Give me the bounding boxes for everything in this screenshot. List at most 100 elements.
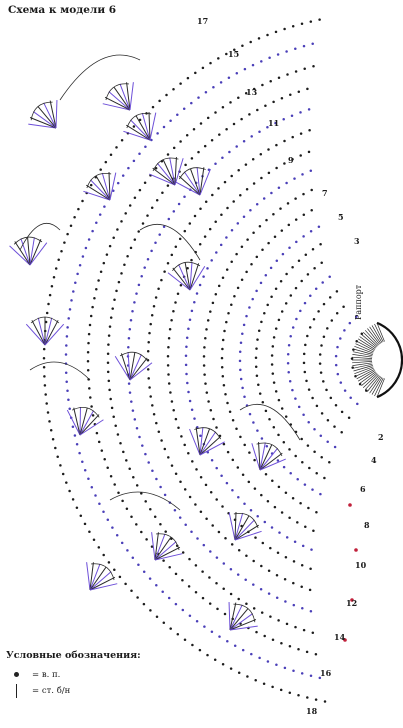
chain-dot [230, 303, 233, 306]
chain-dot [174, 301, 177, 304]
chain-dot [107, 362, 110, 365]
chain-dot [249, 413, 252, 416]
chain-dot [209, 228, 212, 231]
chain-dot [226, 482, 229, 485]
chain-dot [299, 310, 302, 313]
chain-dot [237, 573, 240, 576]
chain-arc [20, 223, 60, 250]
chain-dot [110, 316, 113, 319]
chain-dot [310, 169, 313, 172]
chain-dot [206, 391, 209, 394]
chain-dot [252, 64, 255, 67]
chain-dot [310, 610, 313, 613]
chain-dot [277, 552, 280, 555]
fan-motif [62, 403, 105, 440]
chain-dot [336, 290, 339, 293]
chain-dot [172, 409, 175, 412]
chain-dot [303, 629, 306, 632]
chain-dot [205, 91, 208, 94]
chain-dot [258, 130, 261, 133]
chain-dot [163, 126, 166, 129]
chain-dot [210, 409, 213, 412]
chain-dot [285, 556, 288, 559]
chain-dot [115, 290, 118, 293]
chain-dot [309, 589, 312, 592]
chain-dot [125, 459, 128, 462]
chain-dot [179, 480, 182, 483]
chain-dot [269, 547, 272, 550]
chain-dot [156, 615, 159, 618]
chain-dot [248, 451, 251, 454]
chain-dot [289, 94, 292, 97]
chain-dot [218, 635, 221, 638]
chain-dot [193, 128, 196, 131]
chain-dot [242, 474, 245, 477]
chain-dot [103, 458, 106, 461]
chain-dot [303, 362, 306, 365]
chain-dot [302, 235, 305, 238]
chain-dot [72, 425, 75, 428]
chain-arc [240, 404, 300, 440]
chain-dot [190, 259, 193, 262]
chain-dot [187, 327, 190, 330]
chain-dot [211, 630, 214, 633]
chain-dot [170, 319, 173, 322]
chain-dot [222, 588, 225, 591]
chain-dot [168, 597, 171, 600]
chain-dot [87, 342, 90, 345]
chain-dot [138, 284, 141, 287]
chain-dot [66, 233, 69, 236]
chain-dot [322, 380, 325, 383]
chain-dot [260, 494, 263, 497]
chain-dot [293, 177, 296, 180]
chain-dot [261, 611, 264, 614]
chain-dot [120, 220, 123, 223]
chain-dot [301, 23, 304, 26]
chain-dot [185, 346, 188, 349]
chain-dot [277, 459, 280, 462]
legend-title: Условные обозначения: [6, 650, 206, 661]
chain-dot [291, 114, 294, 117]
chain-dot [300, 280, 303, 283]
chain-dot [124, 212, 127, 215]
chain-dot [304, 526, 307, 529]
chain-dot [299, 502, 302, 505]
chain-dot [212, 302, 215, 305]
chain-dot [184, 488, 187, 491]
chain-dot [48, 420, 51, 423]
chain-dot [257, 384, 260, 387]
chain-dot [230, 568, 233, 571]
chain-dot [98, 502, 101, 505]
chain-dot [204, 235, 207, 238]
chain-dot [279, 207, 282, 210]
legend-item-sc: = ст. б/н [6, 683, 206, 699]
chain-dot [88, 238, 91, 241]
chain-dot [179, 82, 182, 85]
chain-dot [305, 254, 308, 256]
chain-dot [237, 169, 240, 172]
chain-dot [258, 657, 261, 660]
chain-dot [256, 203, 259, 206]
chain-dot [131, 310, 134, 313]
chain-dot [207, 319, 210, 322]
chain-dot [135, 292, 138, 295]
chain-dot [195, 564, 198, 567]
chain-dot [108, 380, 111, 383]
chain-dot [102, 554, 105, 557]
chain-dot [275, 31, 278, 34]
chain-dot [287, 353, 290, 356]
chain-dot [278, 187, 281, 190]
chain-dot [155, 422, 158, 425]
chain-dot [135, 523, 138, 526]
chain-dot [294, 626, 297, 629]
chain-dot [63, 241, 66, 244]
chain-dot [296, 478, 299, 481]
chain-dot [126, 255, 129, 258]
chain-dot [215, 582, 218, 585]
chain-dot [309, 294, 312, 297]
chain-dot [289, 472, 292, 475]
chain-dot [260, 282, 263, 285]
chain-dot [76, 443, 79, 446]
chain-dot [74, 434, 77, 437]
chain-dot [175, 246, 178, 249]
